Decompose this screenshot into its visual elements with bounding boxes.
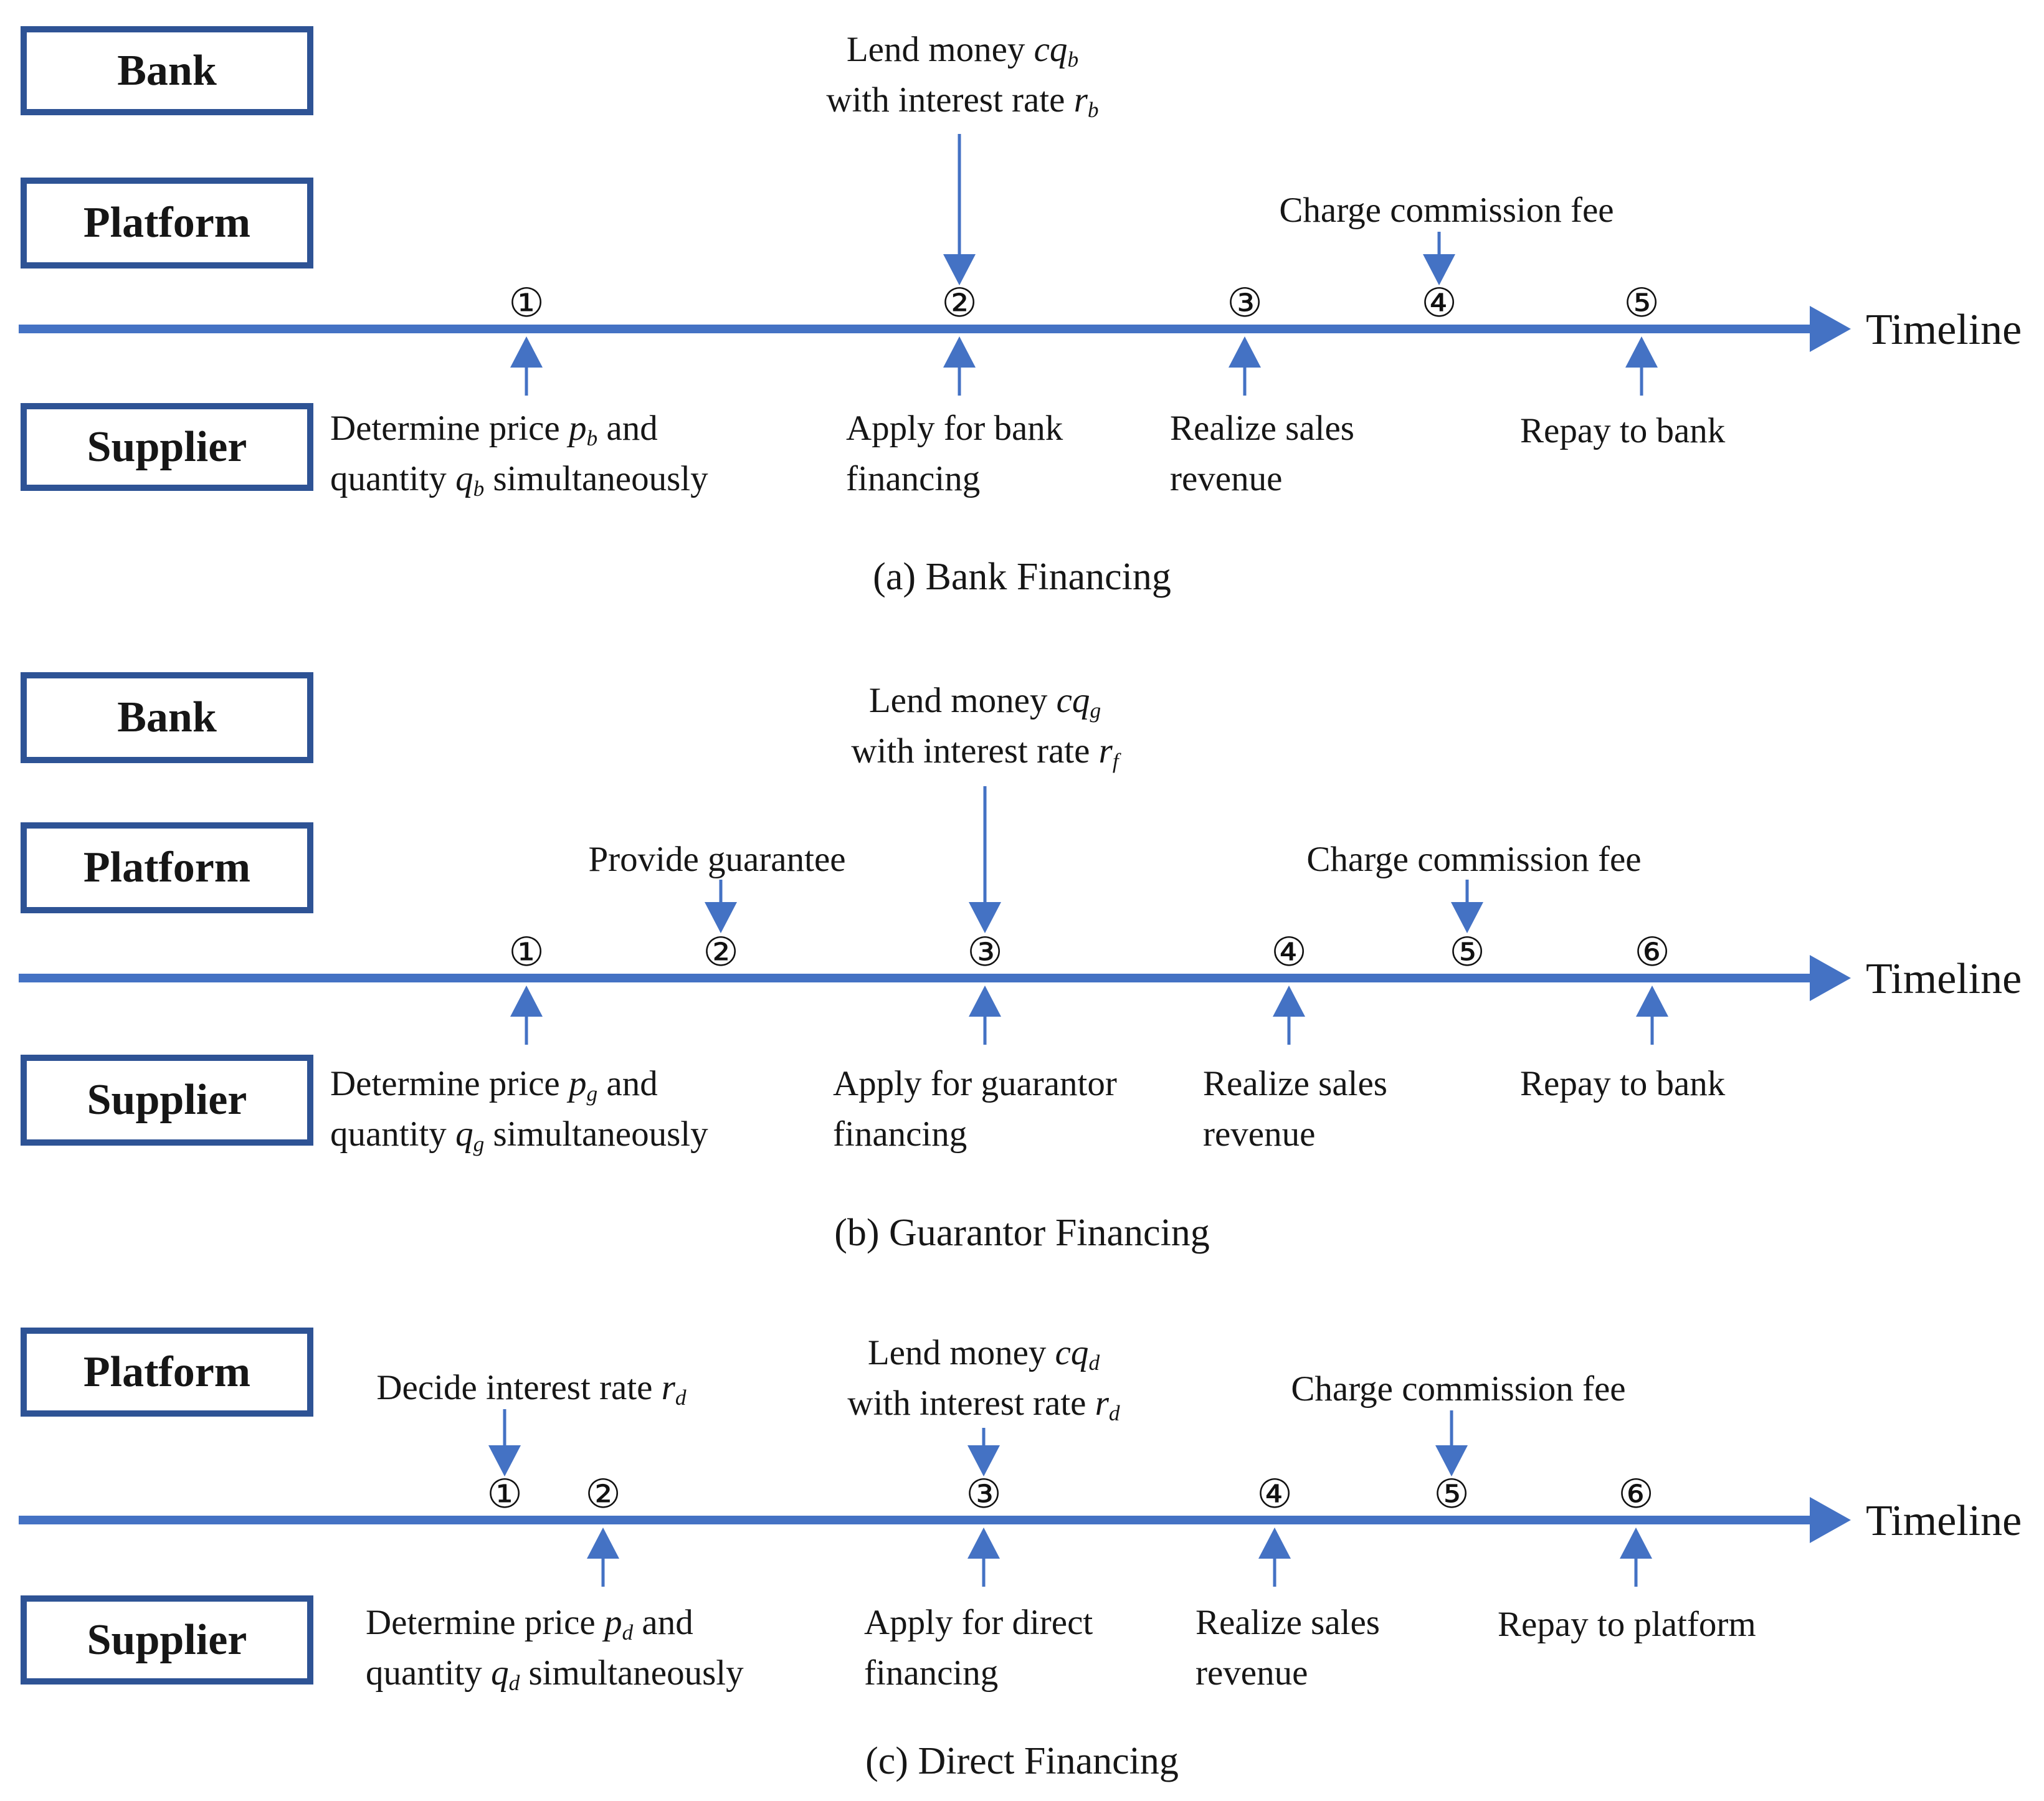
up-arrow-stem	[1273, 1559, 1276, 1587]
up-arrow-head	[967, 1528, 1000, 1559]
up-arrow-stem	[982, 1559, 986, 1587]
panel-caption-a: (a) Bank Financing	[873, 556, 1171, 598]
timeline-point-3: ③	[967, 929, 1003, 976]
up-arrow-stem	[1243, 368, 1247, 396]
down-arrow-stem	[503, 1409, 506, 1445]
up-arrow-head	[1620, 1528, 1652, 1559]
down-arrow-stem	[1450, 1410, 1453, 1445]
timeline-point-5: ⑤	[1433, 1471, 1470, 1518]
timeline-point-2: ②	[941, 280, 977, 326]
timeline-point-1: ①	[508, 280, 544, 326]
timeline-point-3: ③	[966, 1471, 1002, 1518]
panel-caption-b: (b) Guarantor Financing	[834, 1212, 1210, 1254]
supplier-box: Supplier	[21, 1055, 313, 1146]
up-arrow-head	[1229, 336, 1261, 368]
down-arrow-stem	[983, 786, 987, 902]
up-arrow-stem	[1634, 1559, 1638, 1587]
up-arrow-head	[1258, 1528, 1291, 1559]
timeline-point-1: ①	[487, 1471, 523, 1518]
timeline-point-2: ②	[703, 929, 739, 976]
timeline-line	[19, 1516, 1812, 1524]
up-arrow-stem	[525, 368, 528, 396]
timeline-label: Timeline	[1866, 955, 2022, 1003]
up-arrow-stem	[958, 368, 961, 396]
down-arrow-stem	[982, 1428, 986, 1445]
down-arrow-head	[1435, 1445, 1468, 1476]
event-label-repay: Repay to bank	[1520, 411, 1726, 450]
platform-box: Platform	[21, 822, 313, 913]
down-arrow-head	[705, 902, 737, 933]
supplier-box: Supplier	[21, 403, 313, 491]
timeline-arrowhead	[1810, 955, 1851, 1001]
timeline-point-5: ⑤	[1449, 929, 1485, 976]
event-label-repay: Repay to platform	[1498, 1605, 1756, 1644]
up-arrow-stem	[1287, 1017, 1291, 1045]
down-arrow-stem	[1465, 880, 1469, 902]
timeline-arrowhead	[1810, 1497, 1851, 1543]
timeline-point-1: ①	[508, 929, 544, 976]
up-arrow-head	[943, 336, 976, 368]
platform-box: Platform	[21, 178, 313, 268]
up-arrow-stem	[1650, 1017, 1654, 1045]
event-label-charge-commission: Charge commission fee	[1291, 1369, 1626, 1409]
timeline-point-6: ⑥	[1618, 1471, 1654, 1518]
event-label-decide-rate: Decide interest rate rd	[376, 1368, 687, 1410]
event-label-charge-commission: Charge commission fee	[1306, 840, 1642, 879]
down-arrow-head	[969, 902, 1001, 933]
timeline-label: Timeline	[1866, 306, 2022, 354]
up-arrow-stem	[983, 1017, 987, 1045]
event-label-provide-guarantee: Provide guarantee	[588, 840, 846, 879]
timeline-point-4: ④	[1271, 929, 1307, 976]
event-label-repay: Repay to bank	[1520, 1064, 1726, 1103]
supplier-box: Supplier	[21, 1595, 313, 1685]
down-arrow-stem	[958, 134, 961, 254]
down-arrow-stem	[1437, 232, 1441, 254]
event-label-charge-commission: Charge commission fee	[1279, 191, 1614, 230]
up-arrow-stem	[525, 1017, 528, 1045]
timeline-point-4: ④	[1257, 1471, 1293, 1518]
up-arrow-head	[969, 986, 1001, 1017]
down-arrow-head	[1423, 254, 1455, 285]
panel-caption-c: (c) Direct Financing	[865, 1740, 1179, 1782]
up-arrow-head	[1636, 986, 1668, 1017]
timeline-label: Timeline	[1866, 1497, 2022, 1545]
up-arrow-head	[1625, 336, 1658, 368]
timeline-point-2: ②	[585, 1471, 621, 1518]
timeline-point-6: ⑥	[1634, 929, 1670, 976]
timeline-line	[19, 325, 1812, 333]
timeline-line	[19, 974, 1812, 982]
up-arrow-head	[510, 986, 543, 1017]
down-arrow-head	[967, 1445, 1000, 1476]
timeline-point-4: ④	[1421, 280, 1457, 326]
timeline-point-5: ⑤	[1623, 280, 1660, 326]
up-arrow-stem	[601, 1559, 605, 1587]
up-arrow-head	[1273, 986, 1305, 1017]
up-arrow-head	[587, 1528, 619, 1559]
down-arrow-head	[1451, 902, 1483, 933]
up-arrow-stem	[1640, 368, 1643, 396]
down-arrow-stem	[719, 880, 723, 902]
bank-box: Bank	[21, 26, 313, 115]
bank-box: Bank	[21, 672, 313, 763]
down-arrow-head	[488, 1445, 521, 1476]
up-arrow-head	[510, 336, 543, 368]
timeline-point-3: ③	[1227, 280, 1263, 326]
down-arrow-head	[943, 254, 976, 285]
timeline-arrowhead	[1810, 306, 1851, 352]
platform-box: Platform	[21, 1328, 313, 1417]
